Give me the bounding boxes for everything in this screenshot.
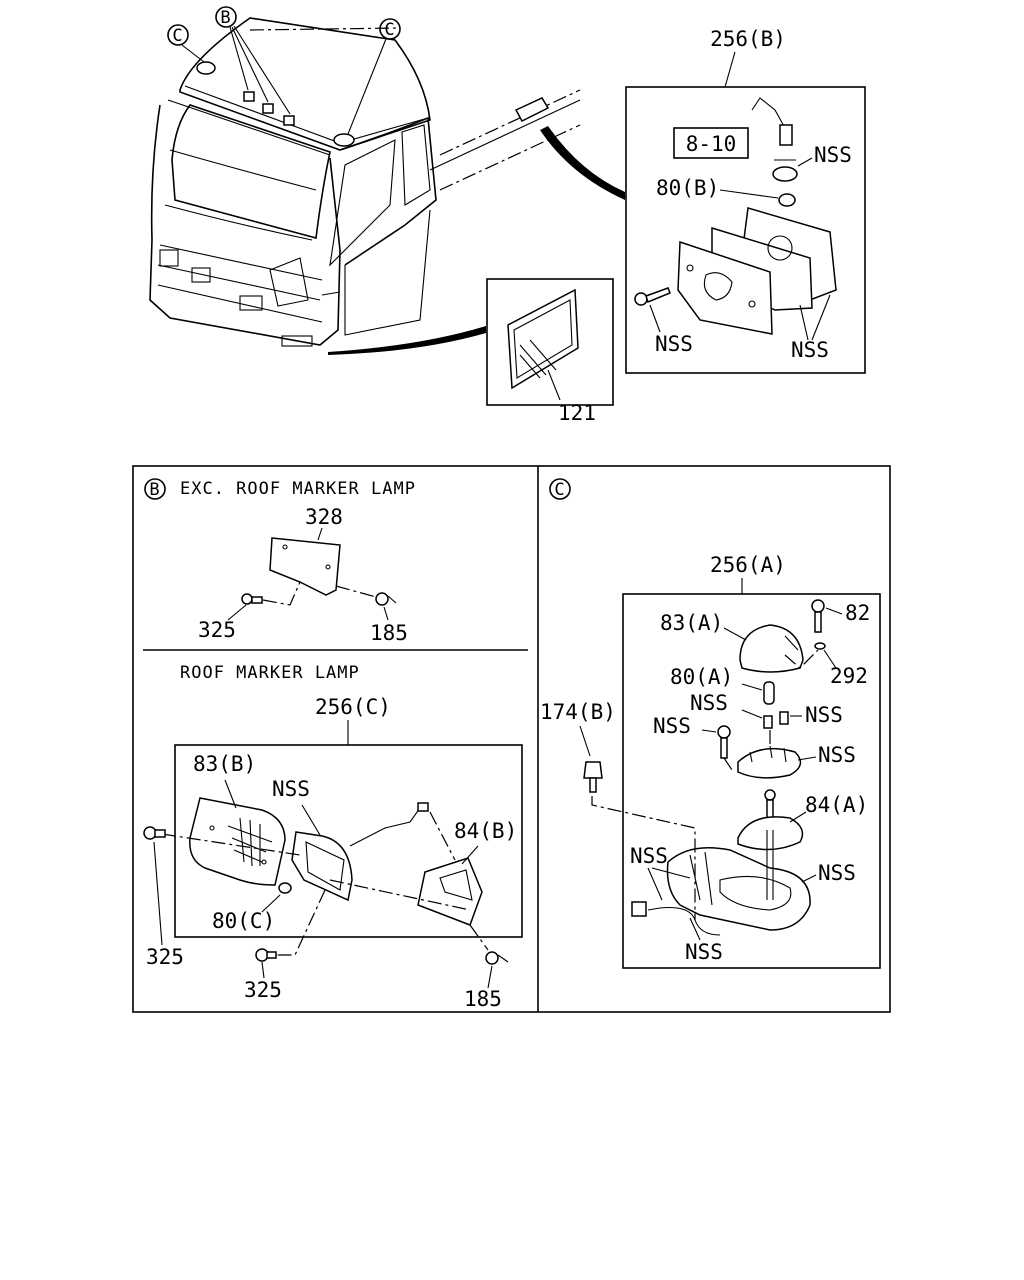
panel-b-heading: EXC. ROOF MARKER LAMP [180,479,416,499]
detail-panels-frame [132,465,891,1013]
nut-label: 185 [370,621,408,645]
svg-text:82: 82 [845,601,870,625]
svg-text:NSS: NSS [791,338,829,362]
roof-marker-heading: ROOF MARKER LAMP [180,663,360,683]
reflector-box: 121 [486,278,614,425]
svg-text:292: 292 [830,664,868,688]
plate-label: 328 [305,505,343,529]
svg-text:NSS: NSS [630,844,668,868]
panel-b-marker: B [149,480,160,500]
svg-text:80(A): 80(A) [670,665,733,689]
panel-c-marker: C [554,480,565,500]
reflector-label: 121 [558,401,596,425]
svg-text:NSS: NSS [818,861,856,885]
svg-text:NSS: NSS [818,743,856,767]
reference-box-label: 8-10 [686,132,737,156]
callout-c-left: C [167,24,205,63]
screw-label: 325 [198,618,236,642]
svg-text:80(B): 80(B) [656,176,719,200]
callout-c-right: C [347,18,401,135]
bolt-label: 174(B) [540,700,616,724]
svg-text:83(A): 83(A) [660,611,723,635]
svg-text:325: 325 [244,978,282,1002]
truck-cab-illustration [149,17,625,355]
roof-lamp-title: 256(A) [710,553,786,577]
svg-text:C: C [384,20,395,40]
callout-b: B [215,6,291,115]
svg-text:NSS: NSS [685,940,723,964]
svg-text:NSS: NSS [272,777,310,801]
svg-text:NSS: NSS [655,332,693,356]
svg-text:84(A): 84(A) [805,793,868,817]
svg-text:NSS: NSS [690,691,728,715]
side-lamp-box: 256(B) 8-10 NSS 80(B) NSS NSS [625,27,866,374]
svg-text:185: 185 [464,987,502,1011]
svg-text:NSS: NSS [814,143,852,167]
svg-text:NSS: NSS [805,703,843,727]
roof-marker-title: 256(C) [315,695,391,719]
panel-c-roof-lamp: C 256(A) 83(A) 82 292 80(A) NSS NSS NSS [540,478,881,969]
side-lamp-title: 256(B) [710,27,786,51]
svg-text:B: B [220,8,231,28]
svg-text:83(B): 83(B) [193,752,256,776]
svg-text:325: 325 [146,945,184,969]
svg-text:80(C): 80(C) [212,909,275,933]
svg-text:84(B): 84(B) [454,819,517,843]
panel-b-exc-roof-marker: B EXC. ROOF MARKER LAMP 328 325 185 ROOF… [143,478,523,1011]
svg-text:C: C [172,26,183,46]
svg-text:NSS: NSS [653,714,691,738]
